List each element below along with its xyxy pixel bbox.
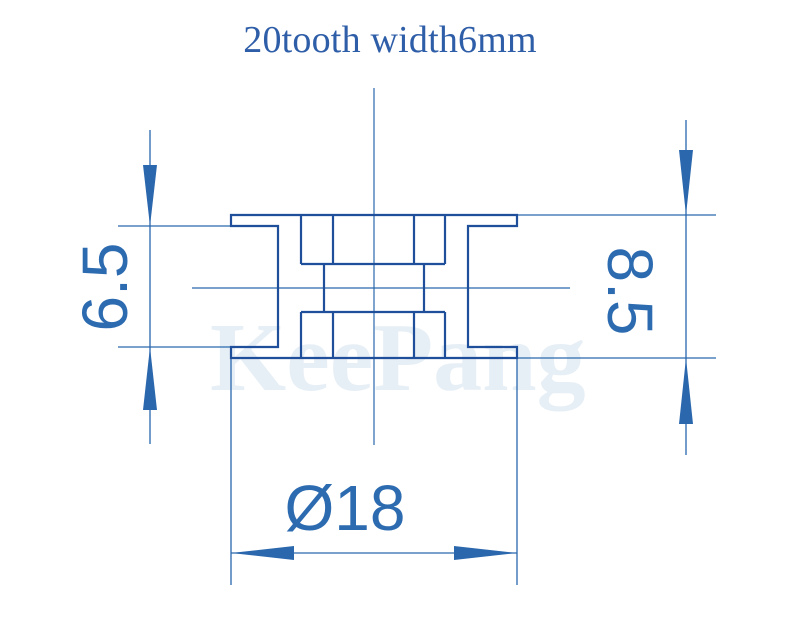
arrow-down-icon xyxy=(679,150,693,215)
arrow-up-icon xyxy=(679,358,693,424)
left-dimension: 6.5 xyxy=(69,130,157,444)
drawing-title: 20tooth width6mm xyxy=(243,19,537,61)
pulley-outline xyxy=(229,213,519,360)
arrow-left-icon xyxy=(231,546,294,560)
arrow-down-icon xyxy=(143,165,157,226)
right-dimension: 8.5 xyxy=(594,120,693,455)
diameter-label: Ø18 xyxy=(285,472,406,544)
bottom-dimension: Ø18 xyxy=(231,472,517,560)
right-height-label: 8.5 xyxy=(594,247,666,336)
arrow-right-icon xyxy=(454,546,517,560)
arrow-up-icon xyxy=(143,347,157,410)
left-height-label: 6.5 xyxy=(69,243,141,332)
